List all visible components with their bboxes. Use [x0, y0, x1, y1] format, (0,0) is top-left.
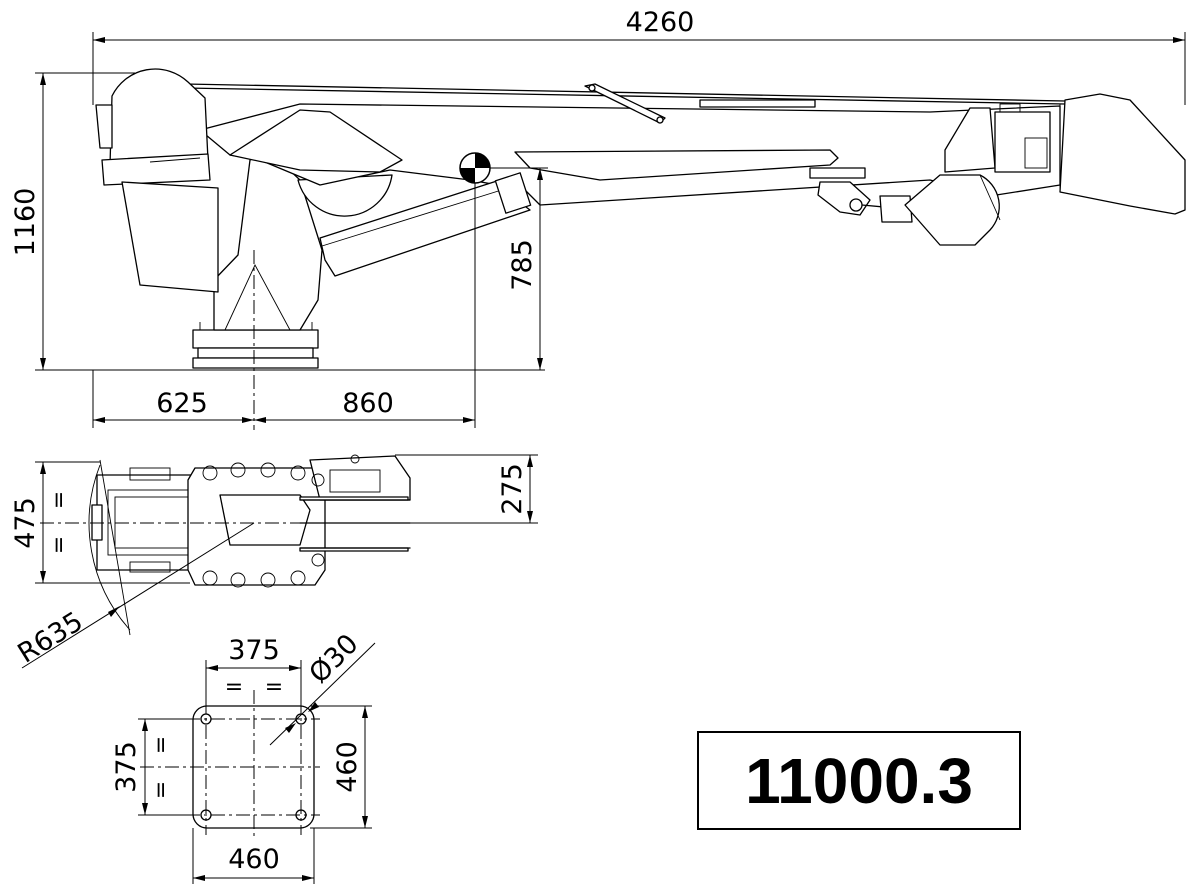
dim-pivot-height: 785	[507, 239, 538, 291]
base-plate-view	[140, 690, 320, 840]
equal-mark: =	[149, 736, 174, 754]
control-cabinet	[944, 103, 1051, 173]
dim-bolt-spacing: 375	[228, 635, 280, 666]
hydraulic-cylinder	[319, 172, 532, 277]
model-code: 11000.3	[745, 744, 973, 817]
base-plate-dimensions: 375 = = 375 = = 460 460 Ø30	[111, 628, 376, 884]
dim-front-offset: 860	[342, 388, 394, 419]
equal-mark: =	[47, 491, 72, 509]
side-view	[95, 68, 1186, 369]
centre-of-gravity-marker	[459, 152, 491, 184]
operator-seat	[95, 68, 219, 293]
equal-mark: =	[149, 781, 174, 799]
side-view-dimensions: 4260 1160 785 625 860	[10, 7, 1186, 430]
dim-overall-length: 4260	[626, 7, 695, 38]
dim-rear-offset: 625	[156, 388, 208, 419]
hook-assembly	[809, 167, 913, 223]
model-code-box: 11000.3	[697, 731, 1021, 830]
dim-width: 475	[10, 497, 41, 549]
equal-mark: =	[265, 675, 283, 700]
equal-mark: =	[47, 536, 72, 554]
dim-plate-width: 460	[228, 844, 280, 875]
dim-overall-height: 1160	[10, 188, 41, 257]
dim-bolt-hole: Ø30	[303, 628, 364, 689]
dim-radius: R635	[12, 606, 88, 670]
pulley-drum	[904, 174, 1000, 246]
dim-bolt-spacing-vertical: 375	[111, 741, 142, 793]
dim-plate-height: 460	[332, 741, 363, 793]
equal-mark: =	[225, 675, 243, 700]
dim-width-half: 275	[497, 463, 528, 515]
plan-view	[88, 454, 411, 636]
bucket	[1059, 93, 1186, 215]
